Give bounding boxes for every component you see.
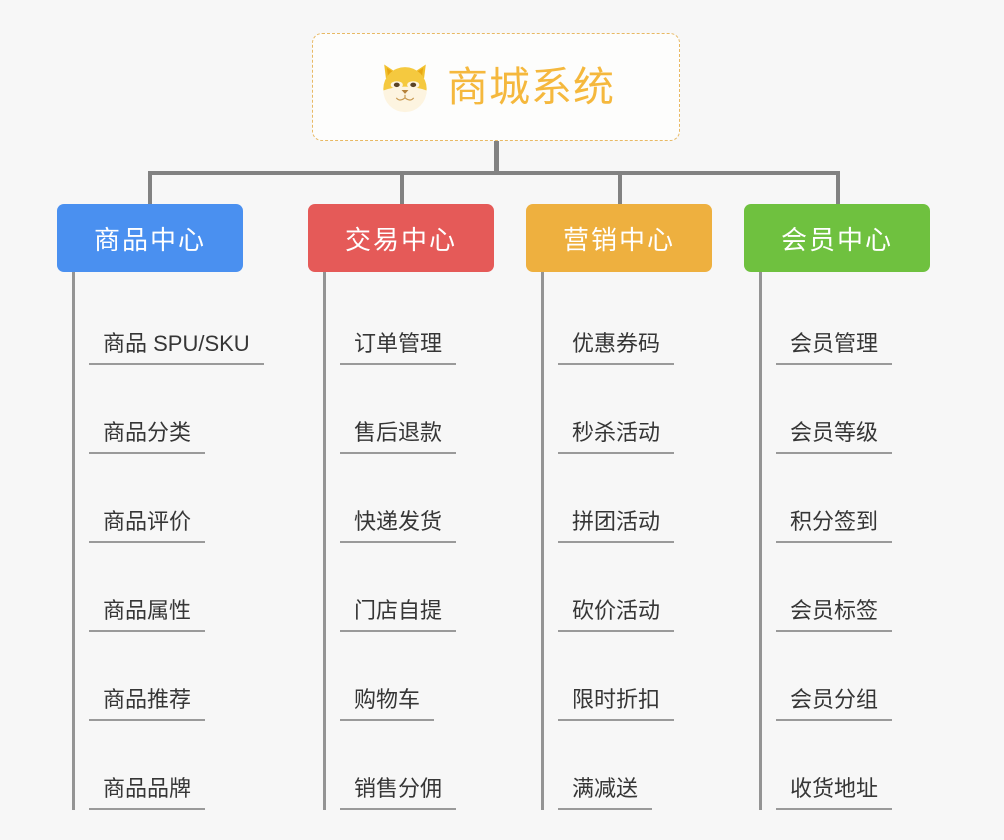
branch-header-label: 商品中心 bbox=[93, 224, 206, 255]
branch-leaf-list: 商品 SPU/SKU 商品分类 商品评价 商品属性 商品推荐 商品品牌 bbox=[72, 272, 307, 810]
branch-header-member-center[interactable]: 会员中心 bbox=[744, 204, 930, 272]
leaf-item[interactable]: 会员管理 bbox=[776, 276, 974, 365]
leaf-label: 秒杀活动 bbox=[558, 420, 675, 454]
leaf-item[interactable]: 限时折扣 bbox=[558, 632, 756, 721]
leaf-item[interactable]: 拼团活动 bbox=[558, 454, 756, 543]
leaf-item[interactable]: 积分签到 bbox=[776, 454, 974, 543]
branch-header-label: 交易中心 bbox=[344, 224, 457, 255]
leaf-label: 购物车 bbox=[340, 687, 435, 721]
leaf-item[interactable]: 商品品牌 bbox=[89, 721, 307, 810]
leaf-label: 商品品牌 bbox=[89, 776, 206, 810]
leaf-item[interactable]: 会员标签 bbox=[776, 543, 974, 632]
branch-header-marketing-center[interactable]: 营销中心 bbox=[526, 204, 712, 272]
root-node[interactable]: 商城系统 bbox=[312, 33, 680, 141]
leaf-item[interactable]: 会员等级 bbox=[776, 365, 974, 454]
branch-member-center: 会员中心 会员管理 会员等级 积分签到 会员标签 会员分组 收货地址 bbox=[744, 204, 974, 810]
leaf-label: 会员标签 bbox=[776, 598, 893, 632]
branch-trade-center: 交易中心 订单管理 售后退款 快递发货 门店自提 购物车 销售分佣 bbox=[308, 204, 538, 810]
leaf-item[interactable]: 商品评价 bbox=[89, 454, 307, 543]
leaf-item[interactable]: 售后退款 bbox=[340, 365, 538, 454]
leaf-item[interactable]: 商品分类 bbox=[89, 365, 307, 454]
branch-header-label: 会员中心 bbox=[780, 224, 893, 255]
leaf-label: 限时折扣 bbox=[558, 687, 675, 721]
leaf-item[interactable]: 商品推荐 bbox=[89, 632, 307, 721]
leaf-label: 拼团活动 bbox=[558, 509, 675, 543]
leaf-item[interactable]: 快递发货 bbox=[340, 454, 538, 543]
leaf-label: 门店自提 bbox=[340, 598, 457, 632]
leaf-label: 砍价活动 bbox=[558, 598, 675, 632]
leaf-item[interactable]: 会员分组 bbox=[776, 632, 974, 721]
leaf-label: 会员管理 bbox=[776, 331, 893, 365]
connector-drop-3 bbox=[618, 171, 622, 204]
leaf-label: 快递发货 bbox=[340, 509, 457, 543]
leaf-item[interactable]: 销售分佣 bbox=[340, 721, 538, 810]
leaf-label: 商品推荐 bbox=[89, 687, 206, 721]
branch-leaf-list: 优惠券码 秒杀活动 拼团活动 砍价活动 限时折扣 满减送 bbox=[541, 272, 756, 810]
leaf-label: 积分签到 bbox=[776, 509, 893, 543]
branch-leaf-list: 订单管理 售后退款 快递发货 门店自提 购物车 销售分佣 bbox=[323, 272, 538, 810]
connector-drop-2 bbox=[400, 171, 404, 204]
leaf-item[interactable]: 购物车 bbox=[340, 632, 538, 721]
leaf-label: 满减送 bbox=[558, 776, 653, 810]
leaf-label: 销售分佣 bbox=[340, 776, 457, 810]
root-title: 商城系统 bbox=[447, 63, 615, 110]
leaf-label: 会员等级 bbox=[776, 420, 893, 454]
leaf-item[interactable]: 满减送 bbox=[558, 721, 756, 810]
leaf-label: 收货地址 bbox=[776, 776, 893, 810]
connector-horizontal-bus bbox=[148, 171, 840, 175]
leaf-item[interactable]: 秒杀活动 bbox=[558, 365, 756, 454]
connector-drop-1 bbox=[148, 171, 152, 204]
branch-header-label: 营销中心 bbox=[562, 224, 675, 255]
leaf-item[interactable]: 收货地址 bbox=[776, 721, 974, 810]
branch-leaf-list: 会员管理 会员等级 积分签到 会员标签 会员分组 收货地址 bbox=[759, 272, 974, 810]
shiba-dog-face-icon bbox=[383, 64, 427, 113]
leaf-item[interactable]: 商品 SPU/SKU bbox=[89, 276, 307, 365]
leaf-label: 会员分组 bbox=[776, 687, 893, 721]
leaf-label: 商品评价 bbox=[89, 509, 206, 543]
leaf-label: 商品属性 bbox=[89, 598, 206, 632]
leaf-label: 商品分类 bbox=[89, 420, 206, 454]
branch-marketing-center: 营销中心 优惠券码 秒杀活动 拼团活动 砍价活动 限时折扣 满减送 bbox=[526, 204, 756, 810]
branch-header-product-center[interactable]: 商品中心 bbox=[57, 204, 243, 272]
connector-drop-4 bbox=[836, 171, 840, 204]
leaf-label: 商品 SPU/SKU bbox=[89, 331, 264, 365]
leaf-item[interactable]: 订单管理 bbox=[340, 276, 538, 365]
connector-root-stem bbox=[494, 141, 499, 174]
leaf-item[interactable]: 商品属性 bbox=[89, 543, 307, 632]
leaf-label: 订单管理 bbox=[340, 331, 457, 365]
leaf-label: 优惠券码 bbox=[558, 331, 675, 365]
leaf-item[interactable]: 优惠券码 bbox=[558, 276, 756, 365]
leaf-item[interactable]: 门店自提 bbox=[340, 543, 538, 632]
leaf-item[interactable]: 砍价活动 bbox=[558, 543, 756, 632]
branch-product-center: 商品中心 商品 SPU/SKU 商品分类 商品评价 商品属性 商品推荐 商品品牌 bbox=[57, 204, 307, 810]
leaf-label: 售后退款 bbox=[340, 420, 457, 454]
branch-header-trade-center[interactable]: 交易中心 bbox=[308, 204, 494, 272]
